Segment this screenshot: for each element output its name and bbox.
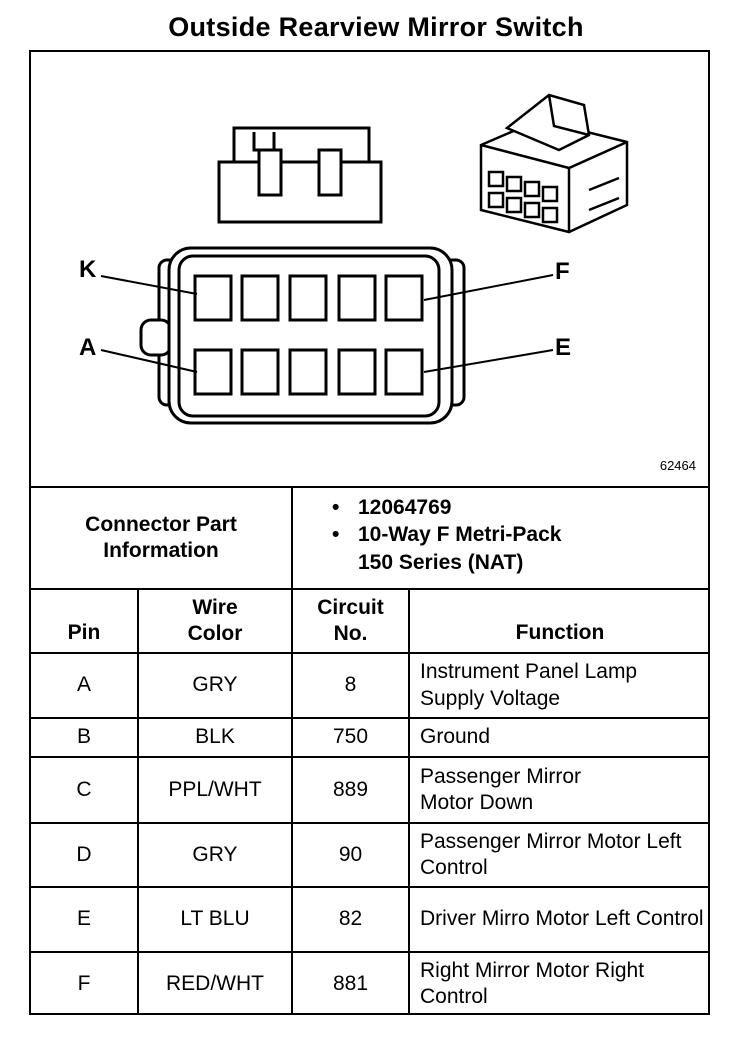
connector-info-label: Connector Part Information [85,512,237,562]
divider [291,588,293,1015]
cell-circuit: 881 [332,971,369,995]
cell-wire: GRY [192,842,238,866]
divider [137,588,139,1015]
cell-circuit: 90 [338,842,363,866]
cell-circuit: 750 [332,725,369,749]
header-wire-color: Wire Color [187,595,243,645]
divider [29,886,710,888]
connector-type: 10-Way F Metri-Pack [358,523,562,547]
cell-pin: D [76,842,92,866]
list-item: •12064769 [332,494,561,521]
cell-function: Right Mirror Motor Right Control [420,958,645,1008]
cell-function: Passenger Mirror Motor Left Control [420,829,682,879]
pin-label-k: K [79,256,97,283]
header-pin: Pin [67,620,101,644]
divider [291,486,293,589]
header-function: Function [515,620,605,644]
connector-series: 150 Series (NAT) [358,550,524,574]
cell-circuit: 889 [332,777,369,801]
pin-label-e: E [555,334,572,361]
cell-wire: PPL/WHT [168,777,262,801]
connector-diagram: K A F E 62464 [29,50,710,487]
cell-pin: B [76,725,91,749]
header-circuit: Circuit No. [317,595,384,645]
part-number: 12064769 [358,496,452,519]
divider [29,717,710,719]
cell-pin: E [76,907,91,931]
cell-wire: GRY [192,673,238,697]
cell-function: Ground [420,725,491,749]
cell-wire: LT BLU [180,907,250,931]
cell-function: Passenger Mirror Motor Down [420,764,582,814]
cell-pin: C [76,777,92,801]
divider [29,588,710,590]
divider [29,652,710,654]
pin-label-a: A [79,334,97,361]
divider [408,588,410,1015]
cell-wire: RED/WHT [166,971,264,995]
page-title: Outside Rearview Mirror Switch [168,12,584,42]
list-item: •10-Way F Metri-Pack [332,521,561,548]
cell-wire: BLK [195,725,235,749]
cell-function: Instrument Panel Lamp Supply Voltage [420,660,638,710]
cell-circuit: 8 [344,673,357,697]
divider [29,486,710,488]
cell-pin: A [76,673,91,697]
pin-label-f: F [555,258,570,285]
cell-function: Driver Mirro Motor Left Control [420,907,704,931]
connector-info-list: •12064769 •10-Way F Metri-Pack 150 Serie… [332,494,561,576]
cell-circuit: 82 [338,907,363,931]
connector-drawing [100,93,629,425]
figure-id: 62464 [659,458,696,473]
divider [29,822,710,824]
document-frame [29,50,710,1015]
cell-pin: F [77,971,91,995]
divider [29,756,710,758]
divider [29,951,710,953]
